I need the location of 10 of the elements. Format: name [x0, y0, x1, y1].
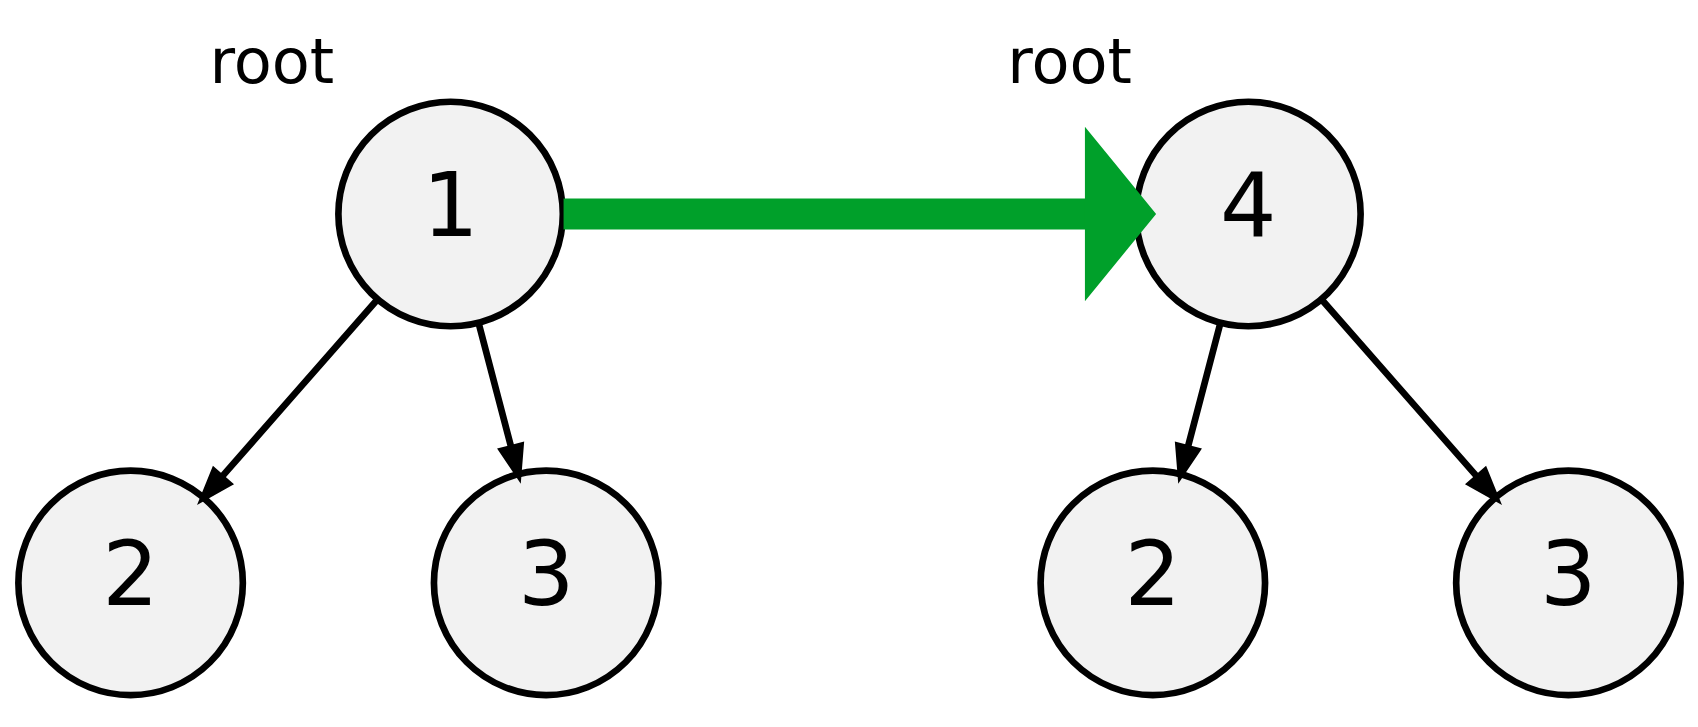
- node-label: root: [209, 24, 334, 98]
- node-label: root: [1006, 24, 1132, 98]
- arrow: [1174, 322, 1223, 484]
- arrow: [563, 126, 1156, 301]
- arrow: [475, 322, 524, 484]
- arrow: [196, 297, 380, 505]
- node-circle: 3: [430, 466, 662, 698]
- arrow: [1318, 297, 1502, 505]
- node-circle: 2: [1036, 466, 1268, 698]
- node-circle: 1: [334, 97, 566, 330]
